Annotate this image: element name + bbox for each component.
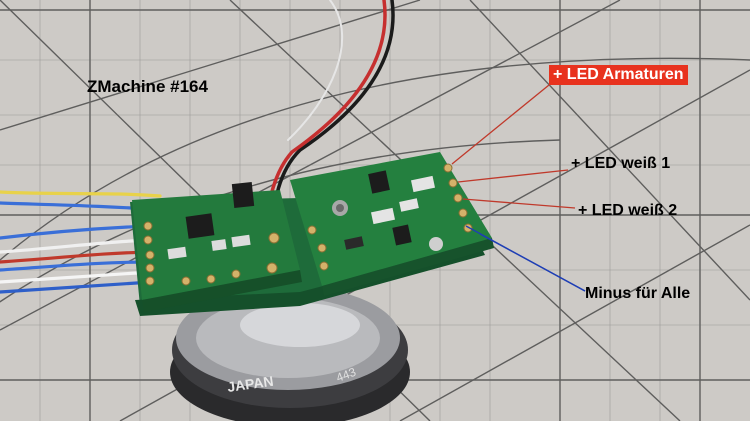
smd-components — [167, 170, 443, 260]
svg-text:443: 443 — [334, 365, 358, 385]
leader-line-weiss-1 — [457, 169, 569, 183]
board-title-label: ZMachine #164 — [87, 77, 208, 96]
leader-line-weiss-2 — [462, 198, 576, 209]
leader-line-armaturen — [451, 84, 550, 165]
annotation-leader-lines — [451, 84, 586, 292]
svg-text:JAPAN: JAPAN — [226, 373, 274, 395]
leader-line-minus-b — [479, 233, 586, 292]
minus-fuer-alle-label: Minus für Alle — [585, 285, 691, 302]
led-weiss-2-label: + LED weiß 2 — [578, 202, 678, 219]
led-weiss-1-label: + LED weiß 1 — [571, 155, 671, 172]
solder-pads — [143, 163, 473, 286]
coin-cell-capacitor: JAPAN 443 — [170, 286, 410, 421]
led-armaturen-label: + LED Armaturen — [549, 65, 688, 85]
